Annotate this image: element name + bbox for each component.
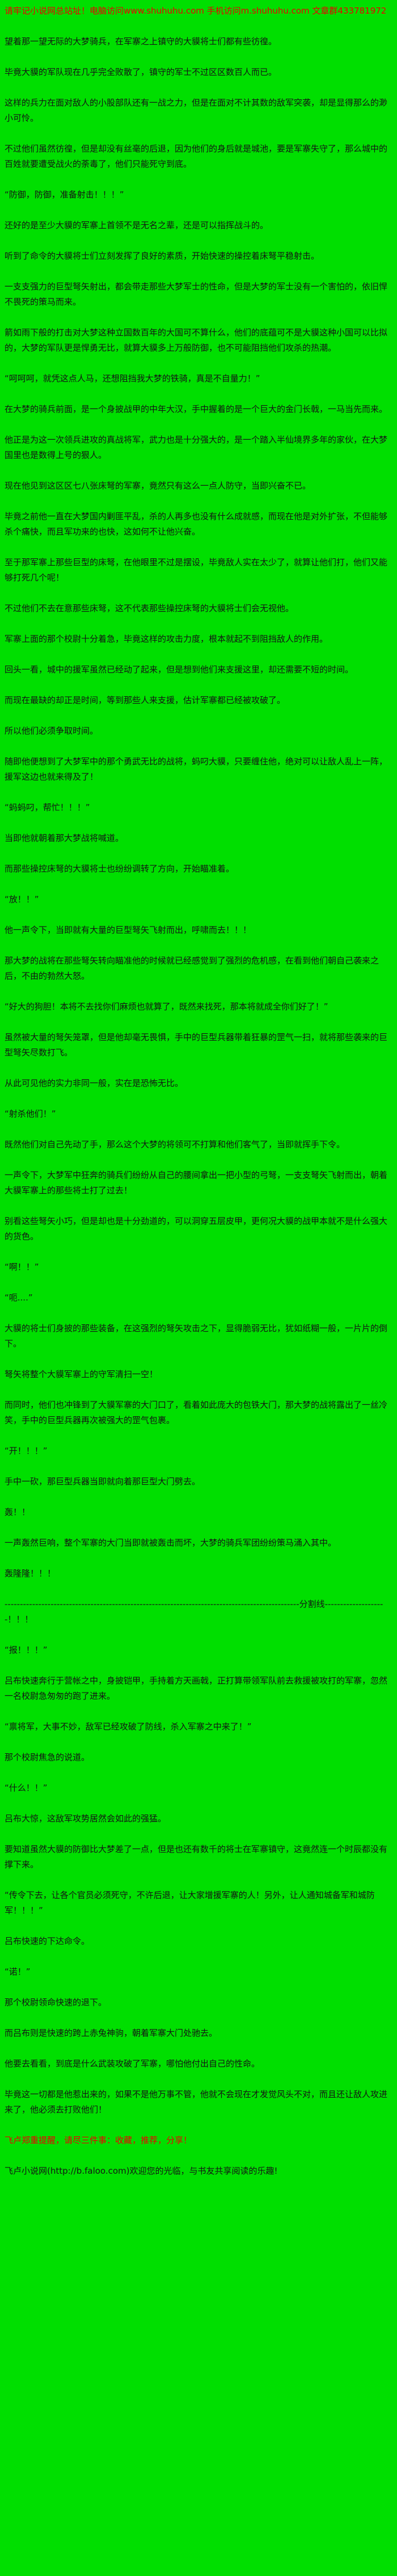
paragraph: 而同时，他们也冲锋到了大貘军寨的大门口了，看着如此庞大的包铁大门，那大梦的战将露… [5, 1400, 388, 1425]
paragraph: 从此可见他的实力非同一般，实在是恐怖无比。 [5, 1078, 184, 1088]
paragraph: “好大的狗胆！本将不去找你们麻烦也就算了，既然来找死，那本将就成全你们好了！” [5, 1001, 328, 1012]
paragraph: 回头一看，城中的援军虽然已经动了起来，但是想到他们来支援这里，却还需要不短的时间… [5, 664, 354, 675]
paragraph: “开！！！” [5, 1446, 48, 1456]
paragraph: 而吕布则是快速的跨上赤兔神驹，朝着军寨大门处驰去。 [5, 2028, 218, 2038]
paragraph: 要知道虽然大貘的防御比大梦差了一点，但是也还有数千的将士在军寨镇守，这竟然连一个… [5, 1844, 388, 1870]
paragraph: “呃....” [5, 1293, 33, 1303]
paragraph: 轰隆隆！！！ [5, 1568, 56, 1579]
paragraph: 而现在最缺的却正是时间，等到那些人来支援，估计军寨都已经被攻破了。 [5, 695, 286, 705]
paragraph: 一声轰然巨响，整个军寨的大门当即就被轰击而坏，大梦的骑兵军团纷纷策马涌入其中。 [5, 1538, 337, 1548]
paragraph: 毕竟这一切都是他惹出来的，如果不是他万事不管，他就不会现在才发觉风头不对，而且还… [5, 2089, 388, 2115]
paragraph: “呵呵呵，就凭这点人马，还想阻挡我大梦的铁骑，真是不自量力！” [5, 373, 260, 384]
paragraph: “啊！！” [5, 1262, 39, 1272]
paragraph: 大貘的将士们身披的那些装备，在这强烈的弩矢攻击之下，显得脆弱无比，犹如纸糊一般，… [5, 1323, 388, 1349]
site-notice: 请牢记小说网总站址！电脑访问www.shuhuhu.com 手机访问m.shuh… [5, 6, 387, 16]
promo-line: 飞卢郑重提醒，请尽三件事：收藏，推荐，分享！ [5, 2135, 192, 2145]
paragraph: 那个校尉焦急的说道。 [5, 1752, 90, 1762]
paragraph: 毕竟之前他一直在大梦国内剿匪平乱，杀的人再多也没有什么成就感，而现在他是对外扩张… [5, 511, 388, 537]
paragraph: 吕布大惊，这敌军攻势居然会如此的强猛。 [5, 1813, 167, 1824]
paragraph: 他一声令下，当即就有大量的巨型弩矢飞射而出，呼啸而去！！！ [5, 925, 252, 935]
paragraph: 而那些操控床弩的大貘将士也纷纷调转了方向，开始瞄准着。 [5, 864, 235, 874]
paragraph: “防御，防御，准备射击！！！” [5, 190, 124, 200]
paragraph: ----------------------------------------… [5, 1599, 383, 1624]
paragraph: “传令下去，让各个官员必须死守，不许后退，让大家增援军寨的人！另外，让人通知城备… [5, 1890, 375, 1916]
paragraph: 军寨上面的那个校尉十分着急，毕竟这样的攻击力度，根本就起不到阻挡敌人的作用。 [5, 634, 328, 644]
paragraph: 这样的兵力在面对敌人的小股部队还有一战之力，但是在面对不计其数的敌军突袭，却是显… [5, 98, 388, 123]
novel-body: 望着那一望无际的大梦骑兵，在军寨之上镇守的大貘将士们都有些彷徨。毕竟大貘的军队现… [5, 34, 392, 2118]
paragraph: 在大梦的骑兵前面，是一个身披战甲的中年大汉，手中握着的是一个巨大的金门长戟，一马… [5, 404, 388, 414]
paragraph: 至于那军寨上那些巨型的床弩，在他眼里不过是摆设，毕竟敌人实在太少了，就算让他们打… [5, 557, 388, 583]
paragraph: 那个校尉领命快速的退下。 [5, 1997, 107, 2007]
paragraph: “蚂蚂叼，帮忙！！！” [5, 802, 90, 813]
paragraph: “诺！” [5, 1967, 31, 1977]
paragraph: 既然他们对自己先动了手，那么这个大梦的将领可不打算和他们客气了，当即就挥手下令。 [5, 1139, 345, 1150]
paragraph: 现在他见到这区区七八张床弩的军寨，竟然只有这么一点人防守，当即兴奋不已。 [5, 481, 311, 491]
paragraph: “放！！” [5, 894, 39, 904]
paragraph: “禀将军，大事不妙，敌军已经攻破了防线，杀入军寨之中来了！” [5, 1721, 252, 1732]
paragraph: 那大梦的战将在那些弩矢转向瞄准他的时候就已经感觉到了强烈的危机感，在看到他们朝自… [5, 956, 379, 981]
paragraph: 一支支强力的巨型弩矢射出，都会带走那些大梦军士的性命，但是大梦的军士没有一个害怕… [5, 281, 388, 307]
paragraph: 别看这些弩矢小巧，但是却也是十分劲道的，可以洞穿五层皮甲，更何况大貘的战甲本就不… [5, 1216, 388, 1241]
paragraph: 听到了命令的大貘将士们立刻发挥了良好的素质，开始快速的操控着床弩平稳射击。 [5, 251, 320, 261]
paragraph: 他正是为这一次领兵进攻的真战将军，武力也是十分强大的，是一个踏入半仙境界多年的家… [5, 435, 388, 460]
paragraph: “报！！！” [5, 1645, 48, 1655]
paragraph: 吕布快速的下达命令。 [5, 1936, 90, 1946]
paragraph: 不过他们虽然彷徨，但是却没有丝毫的后退，因为他们的身后就是城池，要是军寨失守了，… [5, 144, 388, 169]
site-footer-line: 飞卢小说网(http://b.faloo.com)欢迎您的光临，与书友共享阅读的… [5, 2166, 278, 2176]
paragraph: 虽然被大量的弩矢笼罩，但是他却毫无畏惧，手中的巨型兵器带着狂暴的罡气一扫，就将那… [5, 1032, 388, 1058]
paragraph: 他要去看看，到底是什么武装攻破了军寨，哪怕他付出自己的性命。 [5, 2059, 260, 2069]
paragraph: 吕布快速奔行于营帐之中，身披铠甲，手持着方天画戟，正打算带领军队前去救援被攻打的… [5, 1676, 388, 1701]
paragraph: 手中一砍，那巨型兵器当即就向着那巨型大门劈去。 [5, 1476, 201, 1487]
paragraph: 所以他们必须争取时间。 [5, 726, 99, 736]
paragraph: 还好的是至少大貘的军寨上首领不是无名之辈，还是可以指挥战斗的。 [5, 220, 269, 230]
paragraph: 当即他就朝着那大梦战将喊道。 [5, 833, 124, 843]
paragraph: “射杀他们！” [5, 1109, 56, 1119]
paragraph: 箭如雨下般的打击对大梦这种立国数百年的大国可不算什么，他们的底蕴可不是大貘这种小… [5, 327, 388, 353]
paragraph: 随即他便想到了大梦军中的那个勇武无比的战将，蚂叼大貘，只要缠住他，绝对可以让敌人… [5, 756, 388, 782]
paragraph: 不过他们不去在意那些床弩，这不代表那些操控床弩的大貘将士们会无视他。 [5, 603, 294, 613]
paragraph: 毕竟大貘的军队现在几乎完全败散了，镇守的军士不过区区数百人而已。 [5, 67, 277, 77]
paragraph: “什么！！” [5, 1783, 48, 1793]
paragraph: 弩矢将整个大貘军寨上的守军清扫一空！ [5, 1369, 158, 1379]
paragraph: 一声令下，大梦军中狂奔的骑兵们纷纷从自己的腰间拿出一把小型的弓弩，一支支弩矢飞射… [5, 1170, 388, 1196]
paragraph: 望着那一望无际的大梦骑兵，在军寨之上镇守的大貘将士们都有些彷徨。 [5, 36, 277, 47]
paragraph: 轰！！ [5, 1507, 31, 1517]
